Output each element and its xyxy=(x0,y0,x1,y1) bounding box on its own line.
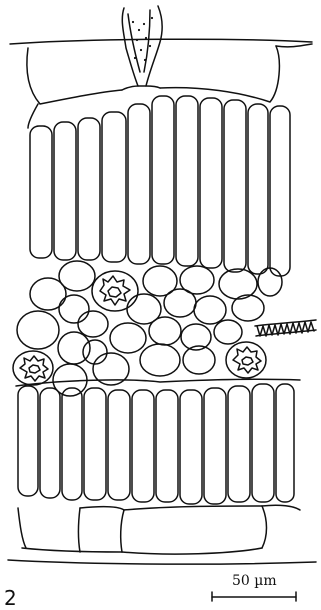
lower-epidermis xyxy=(8,505,316,564)
crystal-druse-cells xyxy=(13,271,266,385)
panel-label: 2 xyxy=(4,588,17,608)
glandular-hair xyxy=(122,6,162,90)
scale-bar xyxy=(212,592,296,601)
spongy-mesophyll xyxy=(17,261,282,396)
lower-palisade-layer xyxy=(16,379,300,504)
upper-palisade-layer xyxy=(30,96,290,276)
scale-bar-label: 50 µm xyxy=(232,573,277,589)
vascular-strand xyxy=(255,320,316,336)
upper-epidermis xyxy=(10,39,312,128)
